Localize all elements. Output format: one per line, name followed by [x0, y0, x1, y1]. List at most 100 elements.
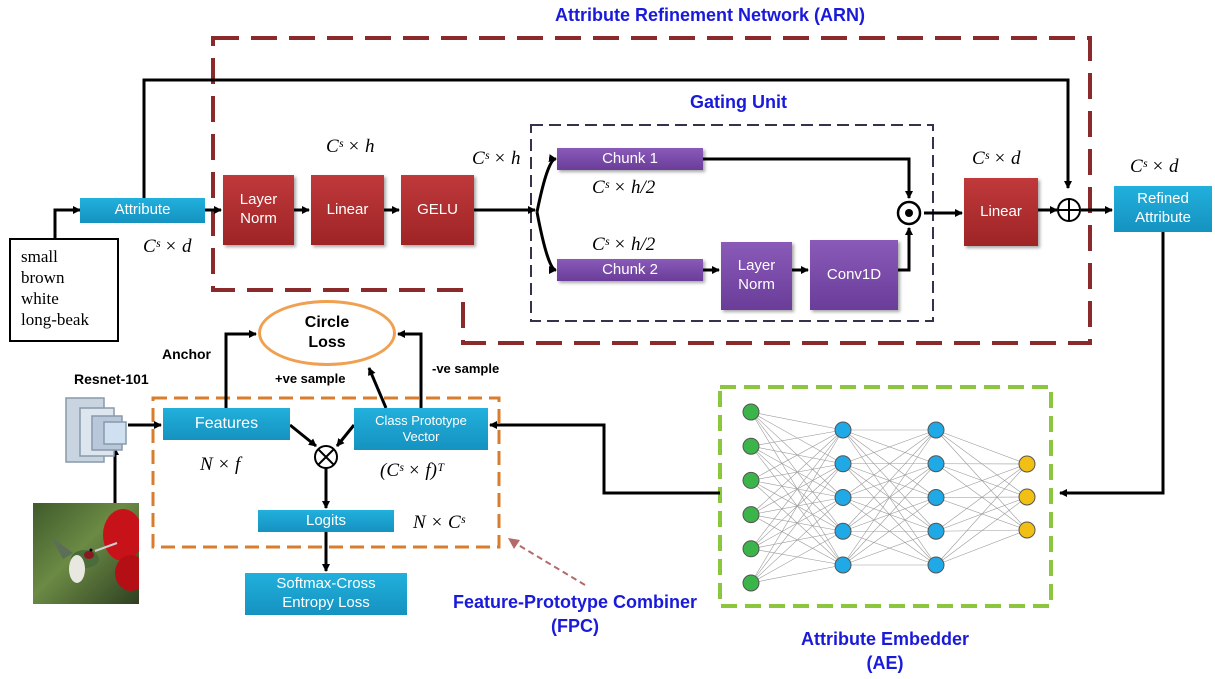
attribute-word: long-beak	[21, 310, 89, 329]
embedder-edge	[935, 463, 1028, 531]
refined-attribute-box: Refined Attribute	[1114, 186, 1212, 232]
arrow-pos-sample	[367, 367, 388, 409]
embedder-edge	[935, 463, 1028, 498]
attribute-word: white	[21, 289, 59, 308]
embedder-node	[1018, 455, 1036, 473]
fpc-pointer	[514, 542, 586, 586]
dim-prototype: (Cˢ × f)ᵀ	[380, 460, 445, 481]
embedder-edge	[750, 463, 844, 584]
embedder-node	[742, 403, 760, 421]
softmax-loss-box: Softmax-Cross Entropy Loss	[245, 573, 407, 615]
attribute-box: Attribute	[80, 198, 205, 223]
hadamard-operator	[896, 200, 922, 226]
embedder-edge	[935, 463, 1028, 532]
embedder-edge	[935, 463, 1028, 498]
embedder-edge	[935, 529, 1028, 532]
embedder-edge	[935, 496, 1028, 498]
chunk2-box: Chunk 2	[557, 259, 703, 281]
embedder-edge	[935, 496, 1028, 566]
embedder-edge	[935, 429, 1028, 531]
embedder-node	[834, 522, 852, 540]
chunk1-box: Chunk 1	[557, 148, 703, 170]
dim-linear-out: Cˢ × h	[326, 136, 375, 157]
linear-box-2: Linear	[964, 178, 1038, 246]
dim-gelu-out: Cˢ × h	[472, 148, 521, 169]
dim-logits: N × Cˢ	[413, 512, 465, 533]
embedder-edge	[842, 497, 937, 566]
embedder-node	[742, 437, 760, 455]
layer-norm-2-box: Layer Norm	[721, 242, 792, 310]
circle-loss: Circle Loss	[258, 300, 396, 366]
embedder-edges	[750, 411, 1028, 584]
neg-sample-label: -ve sample	[432, 361, 500, 376]
class-prototype-box: Class Prototype Vector	[354, 408, 488, 450]
embedder-node	[927, 421, 945, 439]
dim-chunk1: Cˢ × h/2	[592, 177, 656, 198]
embedder-node	[927, 455, 945, 473]
embedder-node	[927, 522, 945, 540]
layer-norm-box: Layer Norm	[223, 175, 294, 245]
bird-image	[33, 503, 139, 604]
embedder-edge	[750, 429, 844, 515]
embedder-edge	[935, 529, 1028, 566]
embedder-node	[742, 540, 760, 558]
gating-region	[530, 124, 934, 322]
hummingbird-illustration	[51, 509, 139, 591]
dim-attribute: Cˢ × d	[143, 236, 192, 257]
arrow-chunk1-to-multiply	[703, 157, 913, 199]
embedder-edge	[750, 411, 844, 431]
fpc-region	[151, 396, 501, 549]
attribute-word: brown	[21, 268, 65, 287]
arrow-refined-to-embedder	[1059, 232, 1165, 497]
dim-chunk2: Cˢ × h/2	[592, 234, 656, 255]
logits-box: Logits	[258, 510, 394, 532]
embedder-edge	[842, 429, 937, 498]
embedder-edge	[935, 429, 1028, 498]
embedder-edge	[750, 429, 844, 584]
embedder-node	[1018, 521, 1036, 539]
attribute-word: small	[21, 247, 58, 266]
outer-product-operator	[314, 445, 338, 469]
fpc-title: Feature-Prototype Combiner (FPC)	[452, 592, 698, 636]
conv1d-box: Conv1D	[810, 240, 898, 310]
linear-box-1: Linear	[311, 175, 384, 245]
embedder-edge	[842, 429, 937, 532]
add-operator	[1057, 198, 1081, 222]
embedder-edge	[842, 429, 937, 465]
embedder-edge	[935, 463, 1028, 566]
features-box: Features	[163, 408, 290, 440]
embedder-edge	[935, 429, 1028, 465]
embedder-node	[834, 421, 852, 439]
resnet-icon	[65, 397, 127, 463]
gating-unit-title: Gating Unit	[690, 92, 787, 112]
embedder-node	[1018, 488, 1036, 506]
dim-refined: Cˢ × d	[1130, 156, 1179, 177]
embedder-edge	[750, 429, 844, 549]
embedder-edge	[750, 564, 844, 584]
embedder-edge	[750, 497, 844, 584]
arrow-anchor	[224, 330, 257, 408]
embedder-node	[834, 455, 852, 473]
arrow-input-to-attribute	[53, 206, 81, 238]
embedder-node	[742, 506, 760, 524]
ae-region	[718, 385, 1053, 608]
anchor-label: Anchor	[162, 346, 211, 362]
embedder-edge	[935, 497, 1028, 531]
pos-sample-label: +ve sample	[275, 371, 346, 386]
arrow-neg-sample	[397, 330, 423, 408]
arrow-skip-connection	[142, 78, 1072, 198]
arrow-embedder-to-prototype	[489, 421, 720, 495]
embedder-node	[927, 556, 945, 574]
dim-linear2: Cˢ × d	[972, 148, 1021, 169]
embedder-edge	[750, 429, 844, 447]
embedder-edge	[750, 429, 844, 481]
embedder-node	[742, 471, 760, 489]
arn-title: Attribute Refinement Network (ARN)	[555, 5, 866, 25]
gelu-box: GELU	[401, 175, 474, 245]
embedder-edge	[750, 530, 844, 584]
embedder-node	[834, 556, 852, 574]
embedder-node	[742, 574, 760, 592]
input-attributes: small brown white long-beak	[9, 238, 119, 342]
